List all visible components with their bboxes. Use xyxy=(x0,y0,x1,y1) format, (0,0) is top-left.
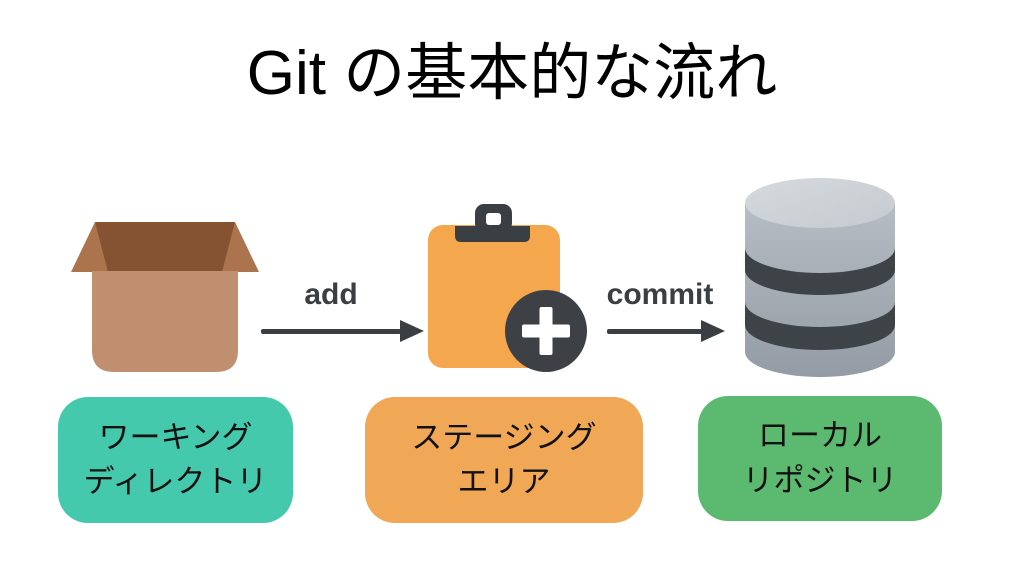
staging-area-box: ステージング エリア xyxy=(365,397,643,523)
commit-arrow-label: commit xyxy=(606,278,714,311)
add-arrowhead-icon xyxy=(400,320,424,342)
add-arrow-label: add xyxy=(304,278,358,311)
open-box-icon xyxy=(71,222,259,372)
working-directory-label-line1: ワーキング xyxy=(98,419,253,455)
local-repository-label-line1: ローカル xyxy=(758,418,882,454)
database-icon xyxy=(745,178,895,377)
staging-area-label-line1: ステージング xyxy=(411,419,597,455)
commit-arrowhead-icon xyxy=(701,320,725,342)
clipboard-plus-icon xyxy=(428,204,587,372)
working-directory-box: ワーキング ディレクトリ xyxy=(58,397,293,523)
local-repository-label-line2: リポジトリ xyxy=(742,462,898,498)
add-arrow-line xyxy=(261,329,401,334)
local-repository-box: ローカル リポジトリ xyxy=(698,396,942,521)
working-directory-label-line2: ディレクトリ xyxy=(83,464,268,499)
staging-area-label-line2: エリア xyxy=(457,464,551,499)
commit-arrow: commit xyxy=(606,278,727,342)
add-arrow: add xyxy=(261,278,424,342)
diagram-title: Git の基本的な流れ xyxy=(246,39,778,108)
commit-arrow-line xyxy=(607,329,703,334)
